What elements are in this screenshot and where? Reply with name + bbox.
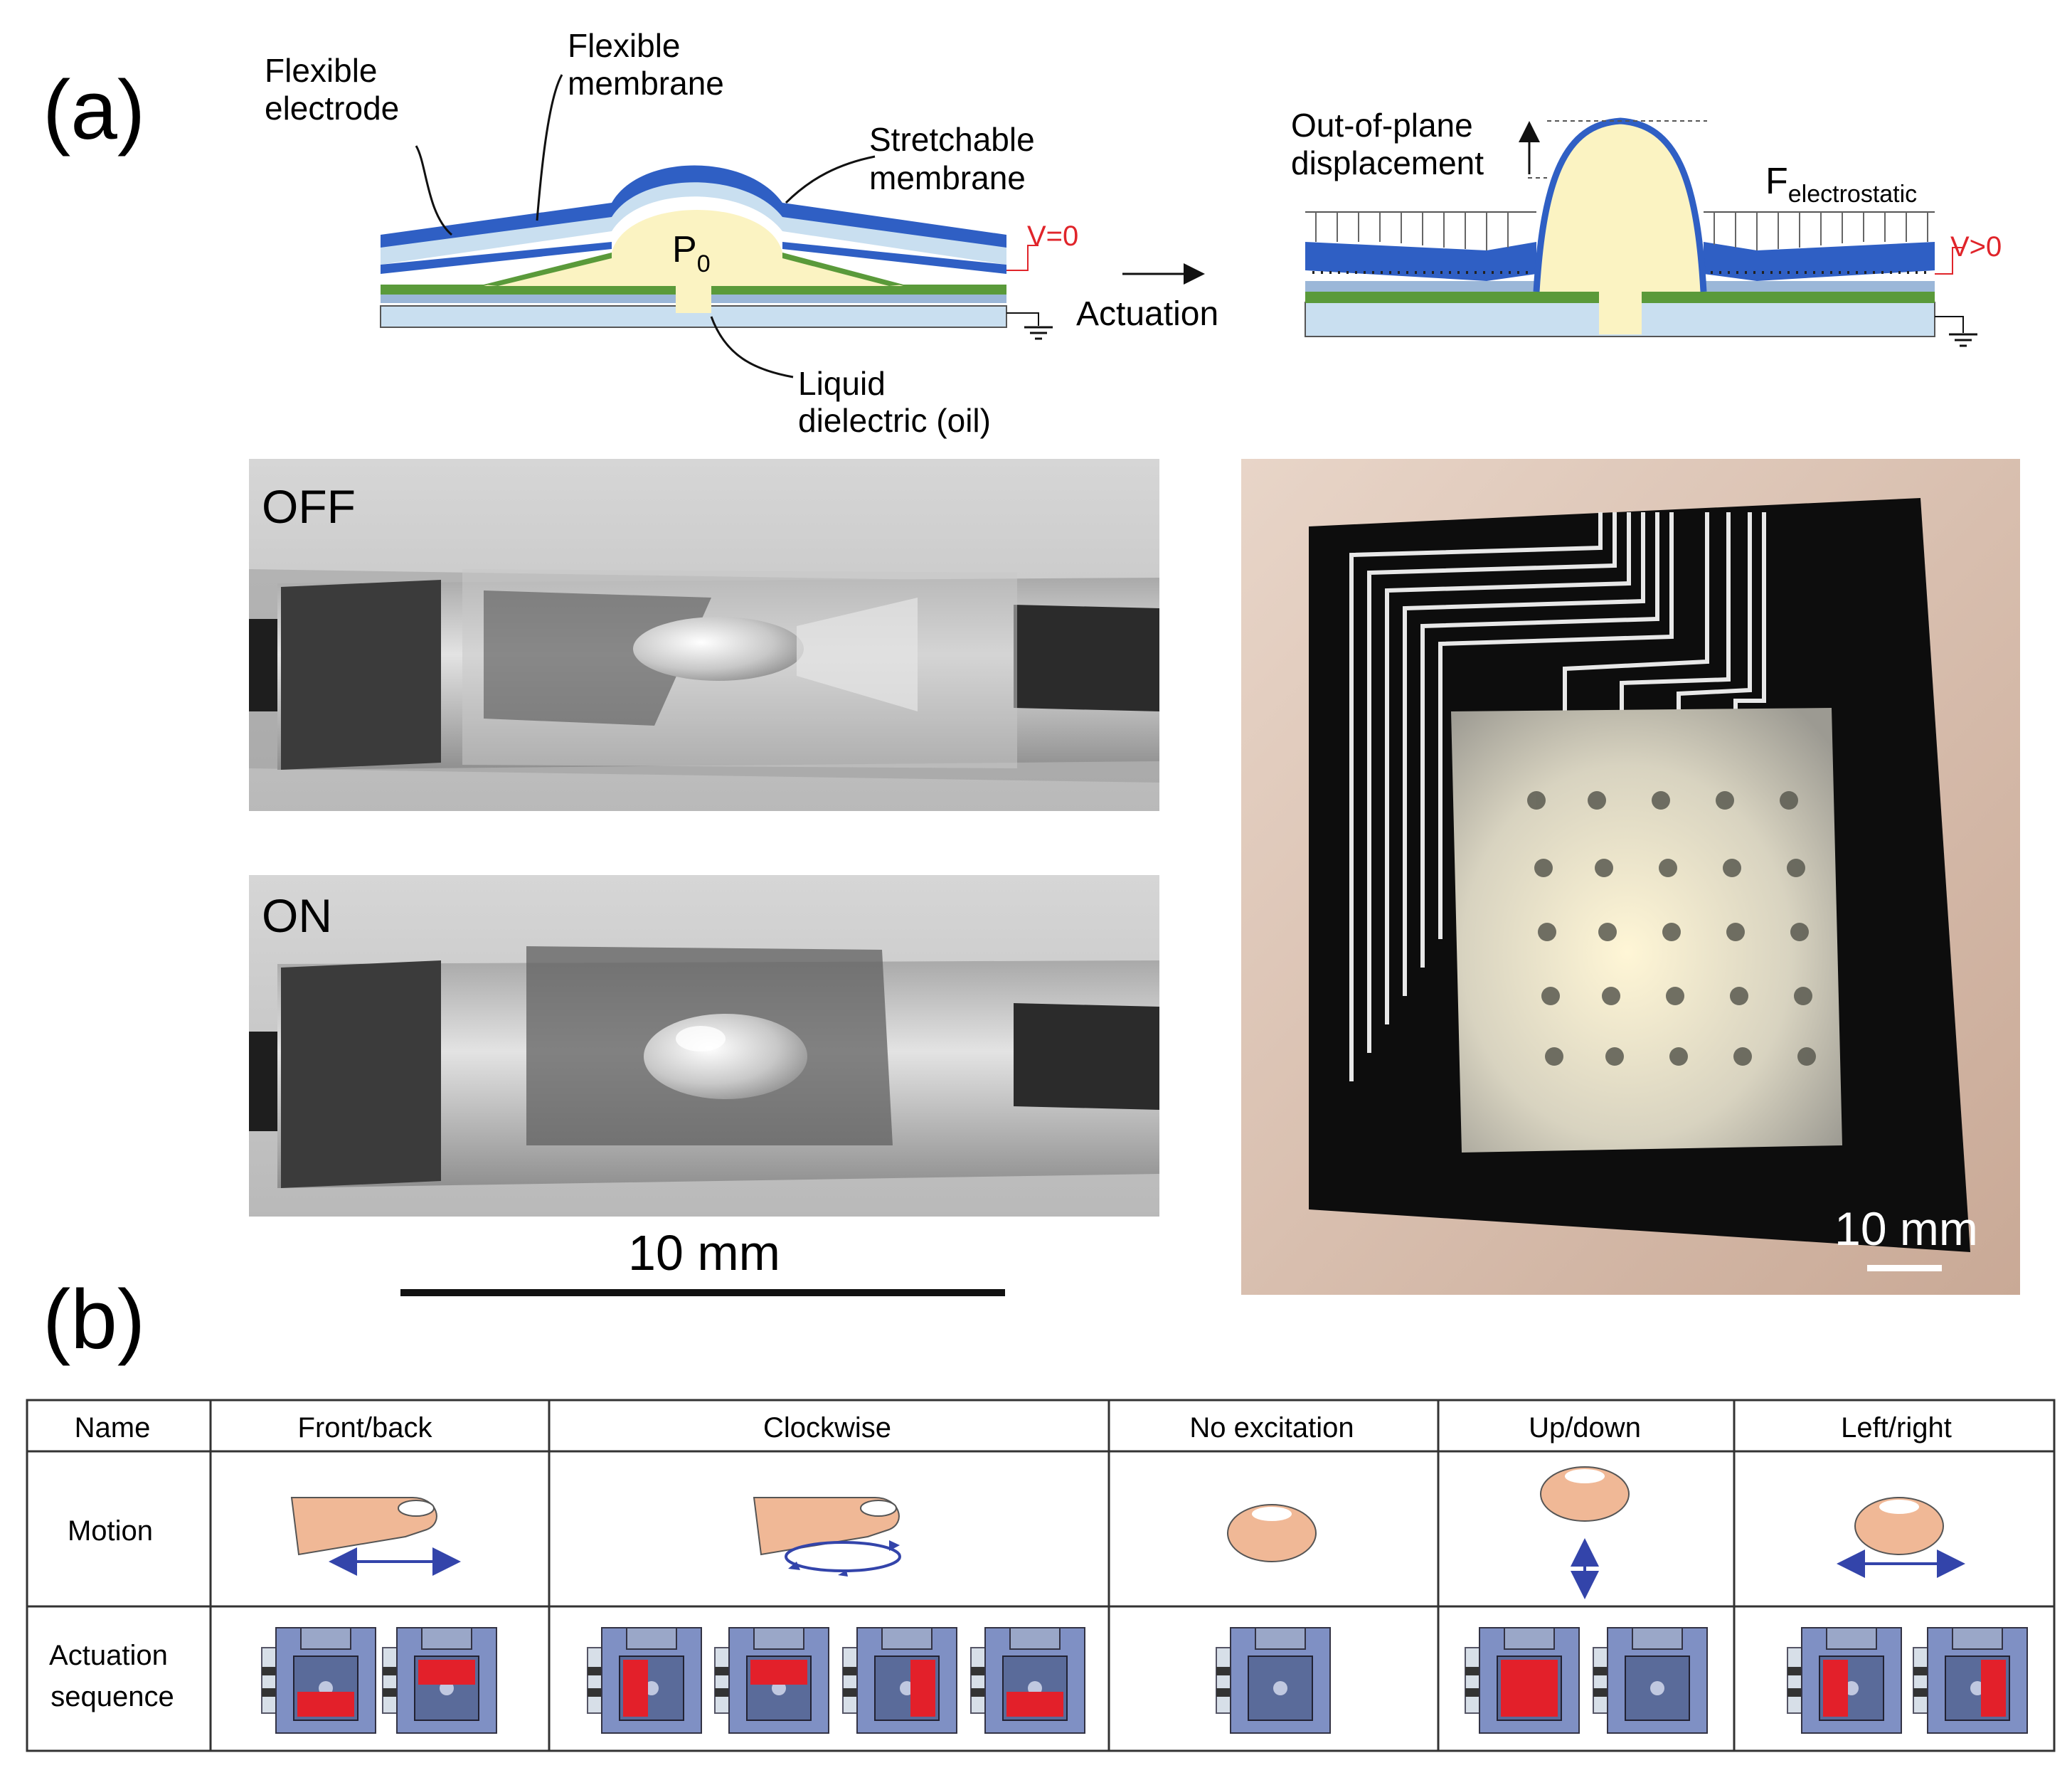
actuator-tile (842, 1627, 957, 1734)
label-flexible-membrane: Flexible membrane (568, 27, 724, 102)
actuator-tile (261, 1627, 376, 1734)
label-liquid-dielectric: Liquid dielectric (oil) (798, 365, 991, 439)
scale-bar-left (400, 1289, 1005, 1296)
label-actuation: Actuation (1076, 295, 1218, 333)
motion-table (26, 1399, 2056, 1752)
header-no-excitation: No excitation (1189, 1412, 1354, 1443)
actuator-tile (1913, 1627, 2028, 1734)
photo-off (249, 459, 1159, 811)
schematic-on (1305, 117, 1977, 347)
header-name: Name (75, 1412, 151, 1443)
finger-front-back-icon (290, 1497, 461, 1576)
label-flexible-electrode: Flexible electrode (265, 52, 399, 127)
scale-bar-right-label: 10 mm (1834, 1202, 1978, 1255)
photo-on (249, 875, 1159, 1217)
header-up-down: Up/down (1529, 1412, 1641, 1443)
schematic-off (380, 74, 1053, 378)
label-electrostatic-force: Felectrostatic (1765, 161, 1917, 208)
header-front-back: Front/back (298, 1412, 433, 1443)
header-left-right: Left/right (1841, 1412, 1952, 1443)
row-label-actuation: Actuation sequence (49, 1640, 176, 1712)
label-out-of-plane: Out-of-plane displacement (1291, 107, 1484, 181)
label-pressure: P0 (672, 229, 711, 277)
actuator-tile (1787, 1627, 1902, 1734)
actuator-tile (1593, 1627, 1708, 1734)
actuation-tiles (261, 1627, 2028, 1734)
finger-clockwise-icon (753, 1497, 901, 1577)
actuator-tile (714, 1627, 829, 1734)
label-on: ON (262, 889, 332, 942)
finger-no-excitation-icon (1227, 1504, 1317, 1562)
label-off: OFF (262, 480, 356, 533)
array-bumps (1527, 791, 1816, 1066)
panel-a-label: (a) (43, 63, 145, 157)
panel-b-label: (b) (43, 1273, 145, 1367)
finger-left-right-icon (1837, 1497, 1965, 1578)
header-clockwise: Clockwise (763, 1412, 891, 1443)
label-voltage-off: V=0 (1027, 221, 1078, 252)
label-stretchable-membrane: Stretchable membrane (869, 121, 1043, 196)
actuator-tile (587, 1627, 702, 1734)
photo-wearable (1241, 459, 2020, 1295)
actuator-tile (382, 1627, 497, 1734)
finger-up-down-icon (1540, 1466, 1630, 1599)
row-label-motion: Motion (68, 1515, 153, 1547)
actuator-tile (1465, 1627, 1580, 1734)
scale-bar-left-label: 10 mm (628, 1225, 780, 1281)
label-voltage-on: V>0 (1950, 231, 2002, 263)
actuator-tile (1216, 1627, 1331, 1734)
actuator-tile (970, 1627, 1085, 1734)
scale-bar-right (1867, 1265, 1942, 1271)
